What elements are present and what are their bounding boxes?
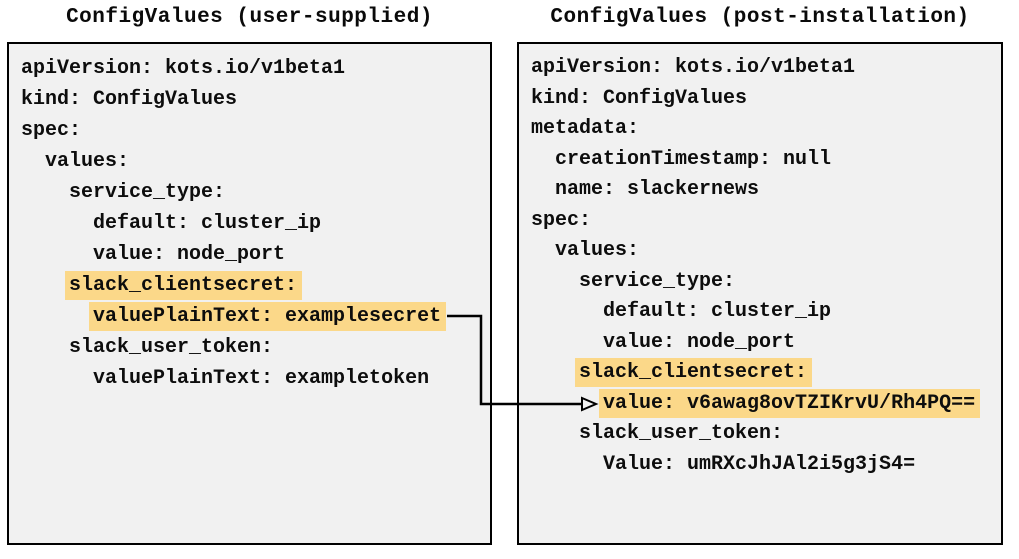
yaml-text: valuePlainText: exampletoken [93, 367, 430, 390]
yaml-indent [21, 305, 93, 328]
yaml-indent [531, 331, 603, 354]
yaml-line: value: node_port [21, 239, 478, 270]
yaml-text: apiVersion: kots.io/v1beta1 [531, 56, 856, 79]
yaml-text: slack_user_token: [579, 422, 784, 445]
yaml-text-highlight: value: v6awag8ovTZIKrvU/Rh4PQ== [599, 388, 981, 418]
yaml-text-highlight: valuePlainText: examplesecret [89, 302, 447, 331]
yaml-text: values: [45, 150, 130, 173]
yaml-indent [21, 181, 69, 204]
yaml-text: creationTimestamp: null [555, 147, 832, 171]
yaml-line: default: cluster_ip [531, 297, 989, 328]
yaml-line: creationTimestamp: null [531, 145, 989, 176]
yaml-indent [21, 336, 69, 359]
yaml-indent [531, 300, 603, 323]
yaml-text: default: cluster_ip [93, 212, 322, 235]
yaml-text: service_type: [69, 181, 226, 204]
yaml-line: valuePlainText: exampletoken [21, 363, 478, 394]
yaml-line-highlighted: slack_clientsecret: [21, 270, 478, 301]
yaml-indent [531, 392, 603, 415]
yaml-indent [531, 361, 579, 384]
yaml-text: kind: ConfigValues [21, 88, 238, 111]
yaml-indent [21, 243, 93, 266]
yaml-line: apiVersion: kots.io/v1beta1 [21, 53, 478, 84]
yaml-indent [531, 270, 579, 293]
yaml-line: spec: [21, 115, 478, 146]
yaml-line: values: [531, 236, 989, 267]
yaml-line: name: slackernews [531, 175, 989, 206]
yaml-line-highlighted: slack_clientsecret: [531, 358, 989, 389]
yaml-line: service_type: [531, 267, 989, 298]
post-installation-config-box: apiVersion: kots.io/v1beta1 kind: Config… [517, 42, 1003, 545]
yaml-text: value: node_port [603, 330, 796, 354]
user-supplied-config-box: apiVersion: kots.io/v1beta1 kind: Config… [7, 42, 492, 545]
right-panel-title: ConfigValues (post-installation) [550, 6, 970, 29]
yaml-indent [531, 178, 555, 201]
yaml-text: apiVersion: kots.io/v1beta1 [21, 57, 346, 80]
yaml-text: kind: ConfigValues [531, 86, 748, 110]
yaml-text: Value: umRXcJhJAl2i5g3jS4= [603, 452, 916, 476]
yaml-line: value: node_port [531, 328, 989, 359]
yaml-line-highlighted: value: v6awag8ovTZIKrvU/Rh4PQ== [531, 388, 989, 420]
yaml-line: Value: umRXcJhJAl2i5g3jS4= [531, 450, 989, 481]
yaml-indent [531, 239, 555, 262]
yaml-text-highlight: slack_clientsecret: [575, 358, 813, 387]
yaml-text: default: cluster_ip [603, 300, 832, 323]
yaml-text: values: [555, 239, 640, 262]
yaml-line: kind: ConfigValues [531, 84, 989, 115]
yaml-line: kind: ConfigValues [21, 84, 478, 115]
yaml-text-highlight: slack_clientsecret: [65, 271, 303, 300]
yaml-indent [531, 148, 555, 171]
yaml-text: service_type: [579, 269, 736, 293]
yaml-indent [21, 212, 93, 235]
yaml-text: slack_user_token: [69, 336, 274, 359]
yaml-line: metadata: [531, 114, 989, 145]
yaml-indent [531, 453, 603, 476]
yaml-line: spec: [531, 206, 989, 237]
yaml-line: slack_user_token: [531, 419, 989, 450]
yaml-indent [21, 367, 93, 390]
yaml-text: name: slackernews [555, 178, 760, 201]
yaml-text: value: node_port [93, 243, 286, 266]
yaml-text: spec: [21, 119, 82, 142]
yaml-line: apiVersion: kots.io/v1beta1 [531, 53, 989, 84]
yaml-line: slack_user_token: [21, 332, 478, 363]
yaml-line: values: [21, 146, 478, 177]
yaml-indent [531, 422, 579, 445]
yaml-line: service_type: [21, 177, 478, 208]
yaml-indent [21, 274, 69, 297]
left-panel-title: ConfigValues (user-supplied) [66, 6, 433, 29]
yaml-line: default: cluster_ip [21, 208, 478, 239]
yaml-text: spec: [531, 208, 592, 232]
yaml-indent [21, 150, 45, 173]
yaml-line-highlighted: valuePlainText: examplesecret [21, 301, 478, 332]
yaml-text: metadata: [531, 117, 640, 140]
